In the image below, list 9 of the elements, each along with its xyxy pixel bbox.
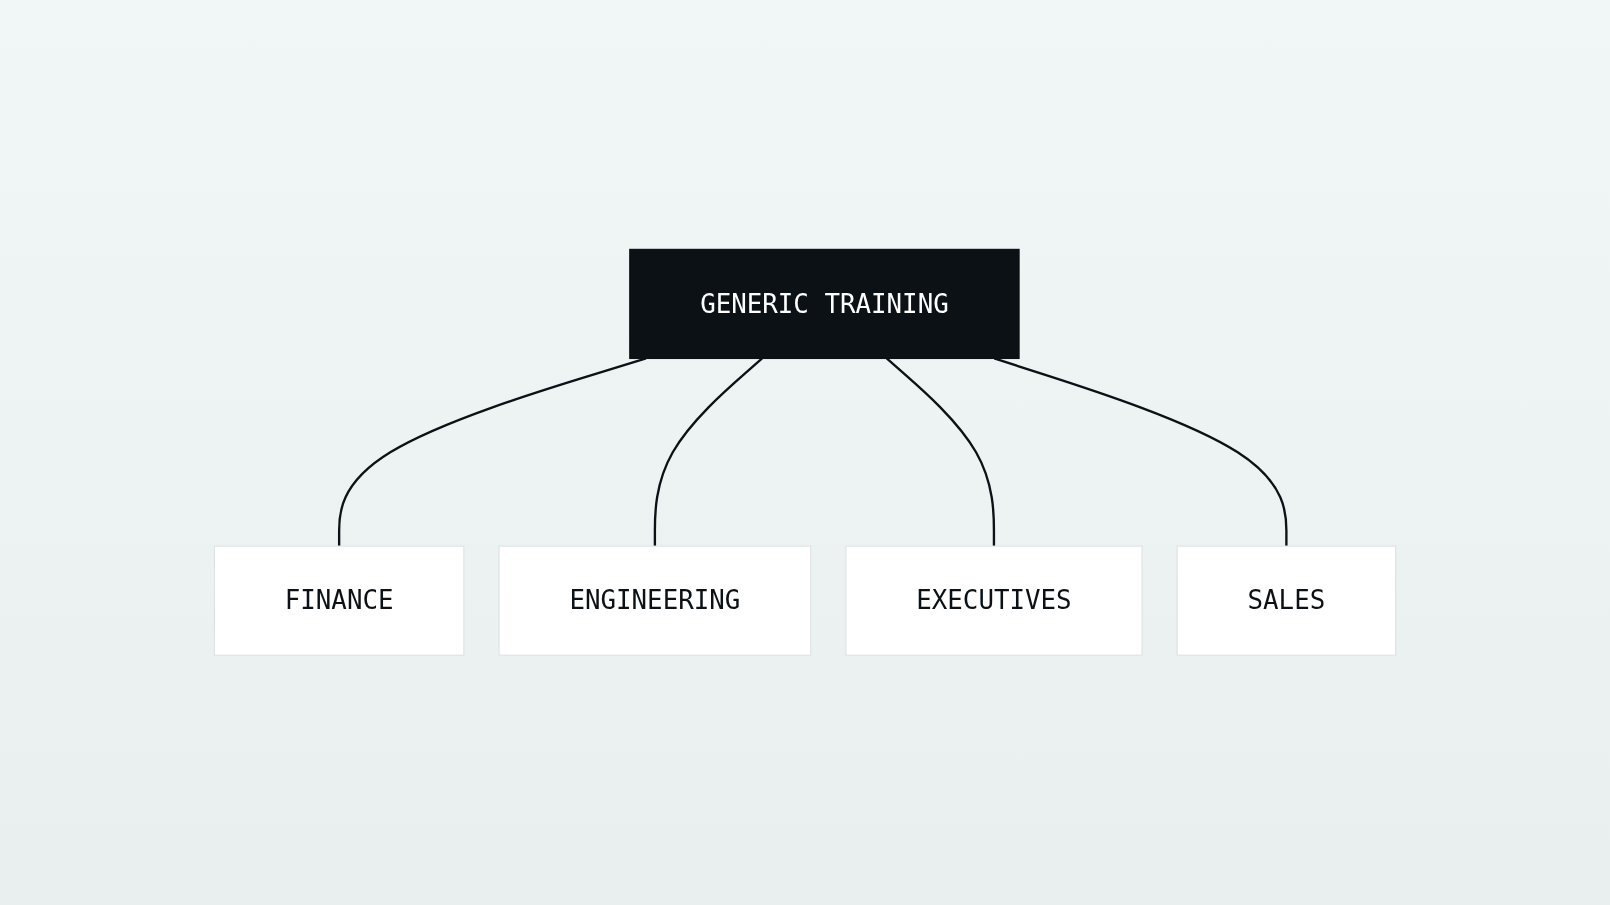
node-box: SALES [1176,545,1397,656]
node-box: EXECUTIVES [845,545,1143,656]
node-box: GENERIC TRAINING [629,249,1020,360]
connector [993,357,1288,547]
connector [885,357,996,547]
node-box: ENGINEERING [498,545,812,656]
connector [337,357,647,547]
connector [653,357,763,547]
node-box: FINANCE [213,545,465,656]
